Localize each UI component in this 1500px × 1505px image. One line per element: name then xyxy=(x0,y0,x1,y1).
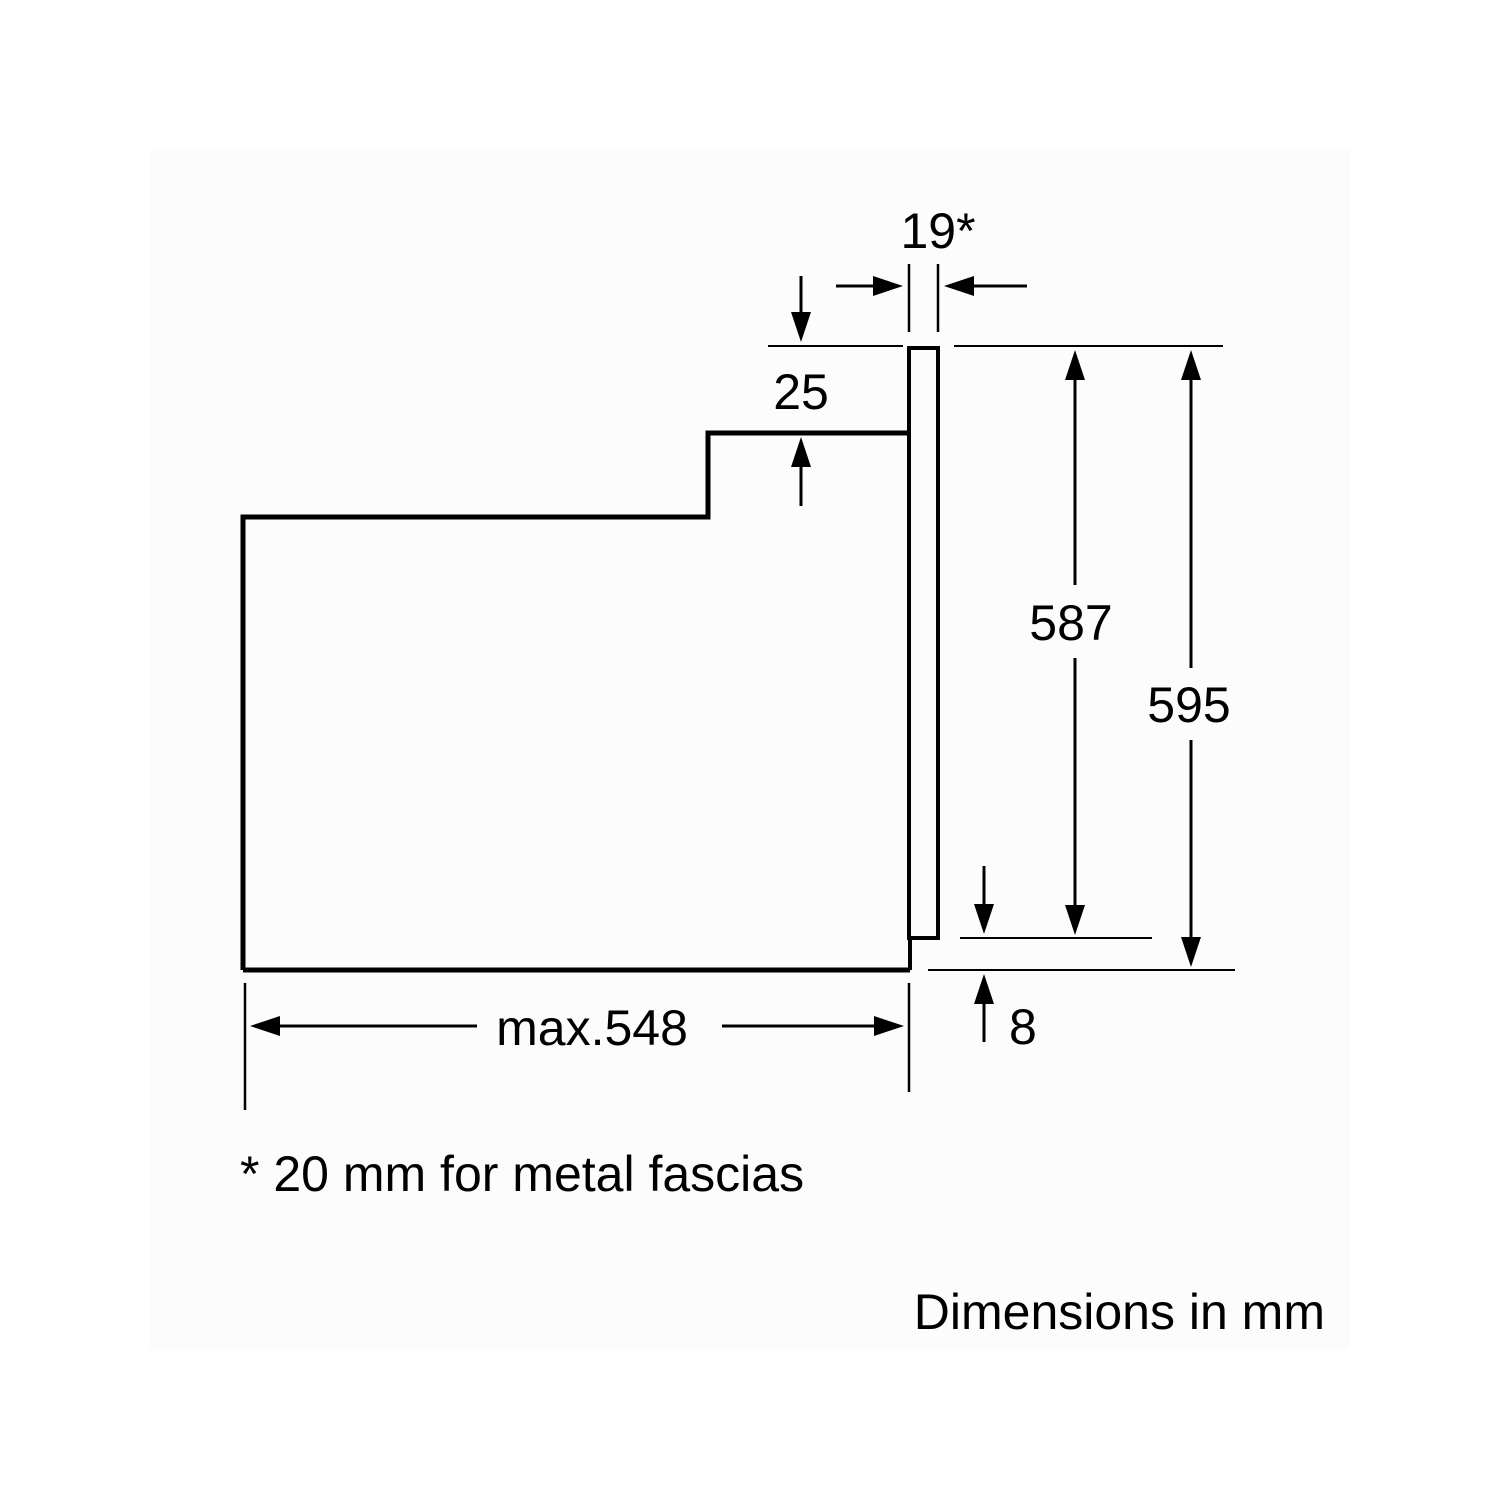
arrow-depth-left xyxy=(250,1016,477,1036)
appliance-body-outline xyxy=(240,430,910,970)
arrow-step-up xyxy=(791,437,811,506)
arrow-panel-right xyxy=(944,276,1027,296)
front-panel-outline xyxy=(907,346,940,940)
metal-fascia-footnote: * 20 mm for metal fascias xyxy=(240,1146,804,1202)
inner-height-label: 587 xyxy=(1029,595,1112,651)
arrow-step-down xyxy=(791,276,811,342)
depth-label: max.548 xyxy=(496,1000,688,1056)
total-height-label: 595 xyxy=(1147,677,1230,733)
arrow-total-height xyxy=(1181,350,1201,967)
arrow-bottom-gap-down xyxy=(974,866,994,934)
top-step-label: 25 xyxy=(773,364,829,420)
arrow-bottom-gap-up xyxy=(974,974,994,1042)
arrow-panel-left xyxy=(836,276,903,296)
diagram-background xyxy=(150,150,1350,1350)
units-note: Dimensions in mm xyxy=(914,1284,1325,1340)
bottom-gap-label: 8 xyxy=(1009,999,1037,1055)
arrow-inner-height xyxy=(1065,350,1085,935)
arrow-depth-right xyxy=(722,1016,904,1036)
panel-thickness-label: 19* xyxy=(900,203,975,259)
